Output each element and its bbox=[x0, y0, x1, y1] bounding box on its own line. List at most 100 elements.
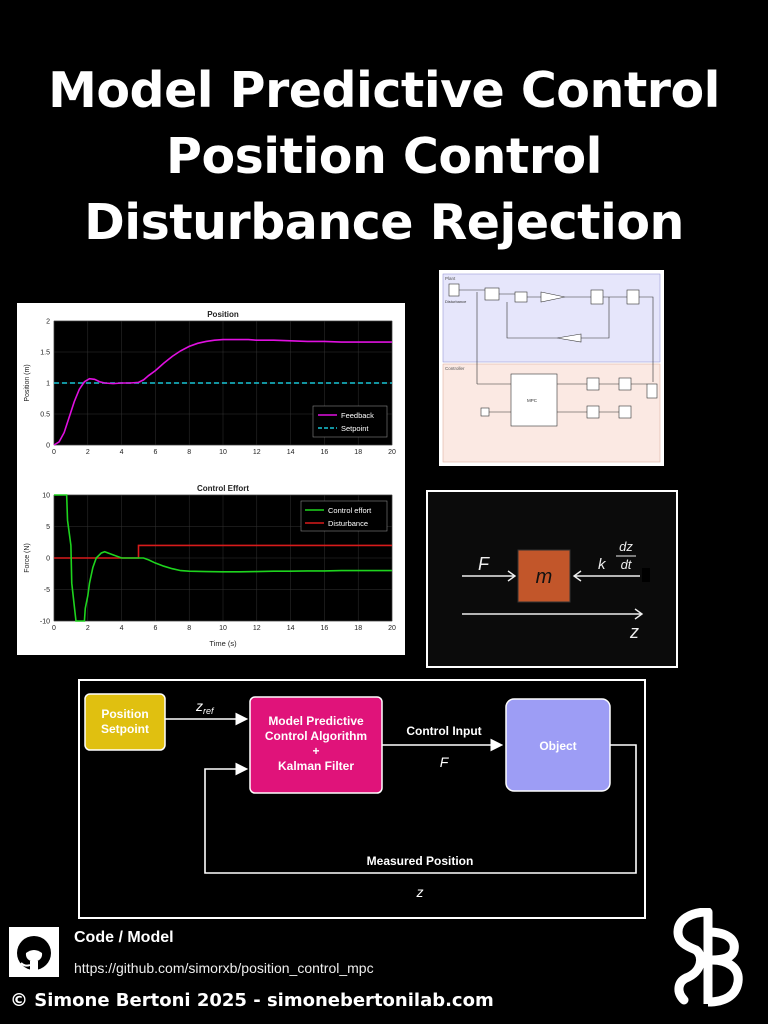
plant-blocks bbox=[448, 283, 640, 343]
disturbance-legend-label: Disturbance bbox=[328, 519, 368, 528]
z-axis-symbol: z bbox=[629, 622, 639, 642]
position-plot-title: Position bbox=[207, 310, 239, 319]
x-tick-label: 0 bbox=[52, 449, 56, 456]
feedback-loop-arrow bbox=[204, 744, 637, 874]
simulation-plots: Position 0 2 4 6 8 10 12 14 16 18 20 0 0.5 1 1.5 2 Pos… bbox=[24, 310, 396, 648]
zoh-block-1 bbox=[586, 377, 600, 391]
page-title: Model Predictive Control Position Contro… bbox=[0, 58, 768, 256]
z-axis-arrow-path bbox=[462, 608, 644, 620]
x-tick-label: 10 bbox=[219, 449, 227, 456]
damping-arrow bbox=[572, 570, 640, 582]
controller-label: Controller bbox=[445, 366, 465, 371]
setpoint-legend-label: Setpoint bbox=[341, 424, 369, 433]
mpc-block bbox=[510, 373, 558, 427]
x-tick-label: 4 bbox=[120, 449, 124, 456]
effort-legend: Control effort Disturbance bbox=[300, 500, 388, 532]
disturbance-label: Disturbance bbox=[445, 299, 467, 304]
github-icon[interactable] bbox=[9, 927, 59, 977]
x-tick-label: 0 bbox=[52, 625, 56, 632]
y-tick-label: 2 bbox=[46, 319, 50, 326]
title-line-1: Model Predictive Control bbox=[48, 62, 720, 119]
mpc-label-line-4: Kalman Filter bbox=[278, 759, 354, 773]
plant-signal-wires bbox=[459, 289, 654, 382]
x-tick-label: 2 bbox=[86, 625, 90, 632]
setpoint-label-line-2: Setpoint bbox=[101, 722, 149, 736]
position-y-ticks: 00.511.52 bbox=[40, 319, 50, 450]
mpc-label: MPC bbox=[527, 398, 538, 403]
position-y-label: Position (m) bbox=[24, 364, 31, 401]
x-tick-label: 8 bbox=[187, 625, 191, 632]
x-tick-label: 6 bbox=[153, 625, 157, 632]
mass-symbol: m bbox=[536, 566, 553, 588]
x-tick-label: 12 bbox=[253, 625, 261, 632]
setpoint-label-line-1: Position bbox=[101, 707, 148, 721]
output-block-1 bbox=[618, 377, 632, 391]
title-line-3: Disturbance Rejection bbox=[84, 194, 684, 251]
position-legend-box bbox=[312, 405, 388, 438]
step-block bbox=[448, 283, 460, 297]
measured-position-label: Measured Position bbox=[367, 854, 474, 868]
y-tick-label: 0.5 bbox=[40, 412, 50, 419]
x-tick-label: 10 bbox=[219, 625, 227, 632]
y-tick-label: -10 bbox=[40, 619, 50, 626]
output-block-2 bbox=[618, 405, 632, 419]
sb-logo bbox=[673, 908, 743, 1007]
simulink-model-panel: Plant Controller Disturbance MPC bbox=[439, 270, 664, 466]
copyright-text: © Simone Bertoni 2025 - simonebertonilab… bbox=[10, 990, 494, 1011]
effort-grid bbox=[53, 494, 393, 622]
x-tick-label: 18 bbox=[354, 449, 362, 456]
y-tick-label: -5 bbox=[44, 587, 50, 594]
damping-coefficient: k bbox=[598, 556, 607, 573]
y-tick-label: 1.5 bbox=[40, 350, 50, 357]
plant-subsystem-area bbox=[442, 273, 661, 363]
mass-damper-diagram: F m k dz dt z bbox=[462, 539, 650, 642]
integrator-block-1 bbox=[590, 289, 604, 305]
effort-y-label: Force (N) bbox=[24, 543, 31, 573]
x-tick-label: 16 bbox=[321, 625, 329, 632]
x-tick-label: 20 bbox=[388, 449, 396, 456]
effort-legend-box bbox=[300, 500, 388, 532]
controller-blocks bbox=[480, 373, 658, 427]
title-line-2: Position Control bbox=[166, 128, 602, 185]
controller-wires bbox=[476, 292, 647, 413]
damping-marker bbox=[642, 568, 650, 582]
x-tick-label: 4 bbox=[120, 625, 124, 632]
effort-plot-title: Control Effort bbox=[197, 484, 249, 493]
x-tick-label: 12 bbox=[253, 449, 261, 456]
github-link[interactable]: https://github.com/simorxb/position_cont… bbox=[74, 960, 374, 976]
simulation-plots-panel: Position 0 2 4 6 8 10 12 14 16 18 20 0 0.5 1 1.5 2 Pos… bbox=[17, 303, 405, 655]
x-tick-label: 18 bbox=[354, 625, 362, 632]
x-tick-label: 14 bbox=[287, 449, 295, 456]
object-label: Object bbox=[539, 739, 576, 753]
z-symbol: z bbox=[416, 884, 424, 900]
y-tick-label: 1 bbox=[46, 381, 50, 388]
damping-denominator: dt bbox=[621, 557, 633, 572]
force-symbol: F bbox=[478, 554, 490, 574]
simulink-model-diagram: Plant Controller Disturbance MPC bbox=[442, 273, 661, 463]
f-symbol: F bbox=[440, 754, 450, 770]
mpc-label-line-1: Model Predictive bbox=[268, 714, 364, 728]
mass-damper-diagram-panel: F m k dz dt z bbox=[426, 490, 678, 668]
damping-numerator: dz bbox=[619, 539, 633, 554]
mpc-label-line-3: + bbox=[312, 744, 319, 758]
z-axis-arrow bbox=[462, 608, 644, 620]
x-tick-label: 16 bbox=[321, 449, 329, 456]
controller-signal-wires bbox=[476, 292, 647, 413]
zref-symbol: zref bbox=[195, 698, 215, 716]
zoh-block-2 bbox=[586, 405, 600, 419]
sum-block bbox=[484, 287, 500, 301]
sum-block-2 bbox=[514, 291, 528, 303]
mpc-label-line-2: Control Algorithm bbox=[265, 729, 367, 743]
force-arrow bbox=[462, 570, 517, 582]
control-effort-series-line bbox=[54, 494, 392, 622]
code-model-title: Code / Model bbox=[74, 929, 174, 946]
plant-label: Plant bbox=[445, 276, 456, 281]
control-block-diagram: Position Setpoint zref Model Predictive … bbox=[84, 693, 637, 900]
x-tick-label: 8 bbox=[187, 449, 191, 456]
x-tick-label: 6 bbox=[153, 449, 157, 456]
y-tick-label: 5 bbox=[46, 524, 50, 531]
effort-x-label: Time (s) bbox=[209, 639, 237, 648]
